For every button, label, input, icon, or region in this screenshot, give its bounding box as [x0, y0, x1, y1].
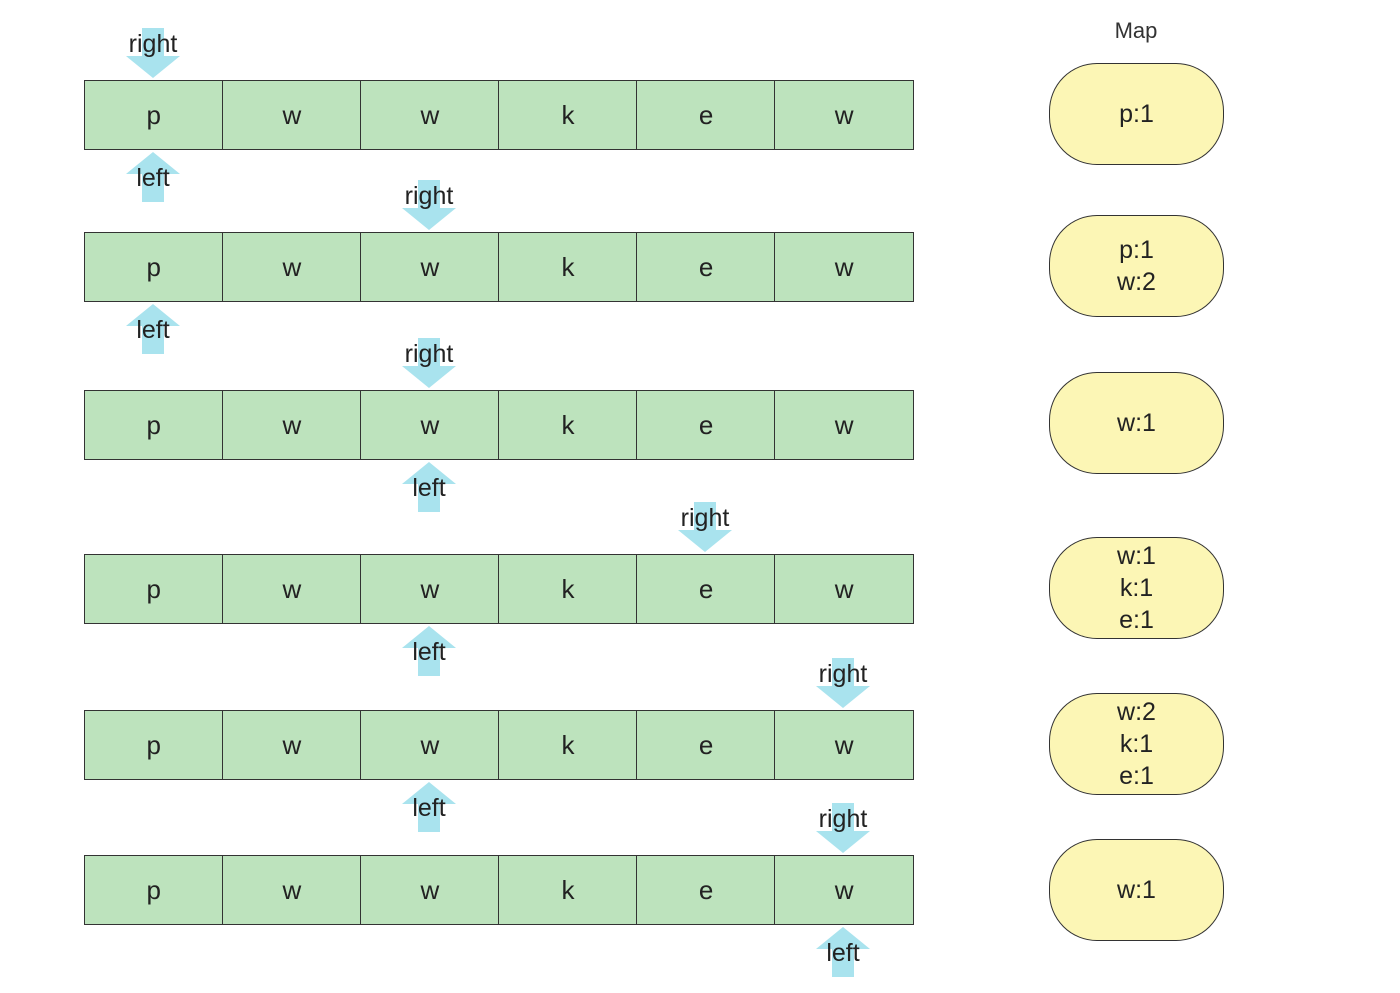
left-label: left [412, 638, 446, 666]
array-cell: w [360, 80, 500, 150]
map-entry: e:1 [1119, 606, 1154, 634]
right-label: right [818, 660, 868, 688]
array-cell: p [84, 232, 224, 302]
map-entry: w:1 [1117, 542, 1156, 570]
right-pointer-2: right [394, 180, 464, 230]
array-cell: w [222, 554, 362, 624]
array-cell: k [498, 232, 638, 302]
map-entry: w:1 [1117, 876, 1156, 904]
right-label: right [818, 805, 868, 833]
right-pointer-1: right [118, 28, 188, 78]
left-pointer-6: left [808, 927, 878, 977]
array-cell: p [84, 390, 224, 460]
map-entry: e:1 [1119, 762, 1154, 790]
array-cell: k [498, 390, 638, 460]
array-cell: w [774, 554, 914, 624]
map-state-5: w:2 k:1 e:1 [1049, 693, 1224, 795]
array-cell: w [360, 390, 500, 460]
map-state-3: w:1 [1049, 372, 1224, 474]
array-cell: w [774, 80, 914, 150]
array-cell: w [774, 232, 914, 302]
right-label: right [680, 504, 730, 532]
array-cell: k [498, 554, 638, 624]
array-cell: e [636, 710, 776, 780]
array-cell: k [498, 80, 638, 150]
map-state-4: w:1 k:1 e:1 [1049, 537, 1224, 639]
right-label: right [404, 340, 454, 368]
array-cell: e [636, 554, 776, 624]
array-cell: k [498, 855, 638, 925]
map-state-6: w:1 [1049, 839, 1224, 941]
array-cell: w [222, 232, 362, 302]
left-pointer-2: left [118, 304, 188, 354]
map-entry: w:2 [1117, 698, 1156, 726]
array-cell: w [774, 390, 914, 460]
map-title: Map [1114, 18, 1158, 43]
map-state-1: p:1 [1049, 63, 1224, 165]
array-cell: p [84, 710, 224, 780]
array-cell: k [498, 710, 638, 780]
left-label: left [826, 939, 860, 967]
map-entry: w:2 [1117, 268, 1156, 296]
left-pointer-5: left [394, 782, 464, 832]
array-cell: w [222, 710, 362, 780]
array-cell: w [360, 554, 500, 624]
map-entry: k:1 [1119, 730, 1154, 758]
right-label: right [128, 30, 178, 58]
right-pointer-3: right [394, 338, 464, 388]
array-cell: p [84, 554, 224, 624]
array-cell: w [222, 80, 362, 150]
right-pointer-4: right [670, 502, 740, 552]
left-pointer-3: left [394, 462, 464, 512]
right-label: right [404, 182, 454, 210]
array-cell: w [222, 390, 362, 460]
map-entry: k:1 [1119, 574, 1154, 602]
left-label: left [412, 794, 446, 822]
left-pointer-1: left [118, 152, 188, 202]
array-cell: w [360, 855, 500, 925]
left-label: left [136, 164, 170, 192]
left-label: left [136, 316, 170, 344]
right-pointer-5: right [808, 658, 878, 708]
array-cell: w [360, 710, 500, 780]
array-cell: e [636, 390, 776, 460]
left-pointer-4: left [394, 626, 464, 676]
array-cell: p [84, 80, 224, 150]
array-cell: w [774, 855, 914, 925]
array-cell: w [222, 855, 362, 925]
array-cell: w [774, 710, 914, 780]
array-cell: w [360, 232, 500, 302]
array-cell: p [84, 855, 224, 925]
array-cell: e [636, 80, 776, 150]
map-entry: p:1 [1119, 100, 1154, 128]
left-label: left [412, 474, 446, 502]
map-entry: p:1 [1119, 236, 1154, 264]
map-entry: w:1 [1117, 409, 1156, 437]
right-pointer-6: right [808, 803, 878, 853]
array-cell: e [636, 855, 776, 925]
array-cell: e [636, 232, 776, 302]
